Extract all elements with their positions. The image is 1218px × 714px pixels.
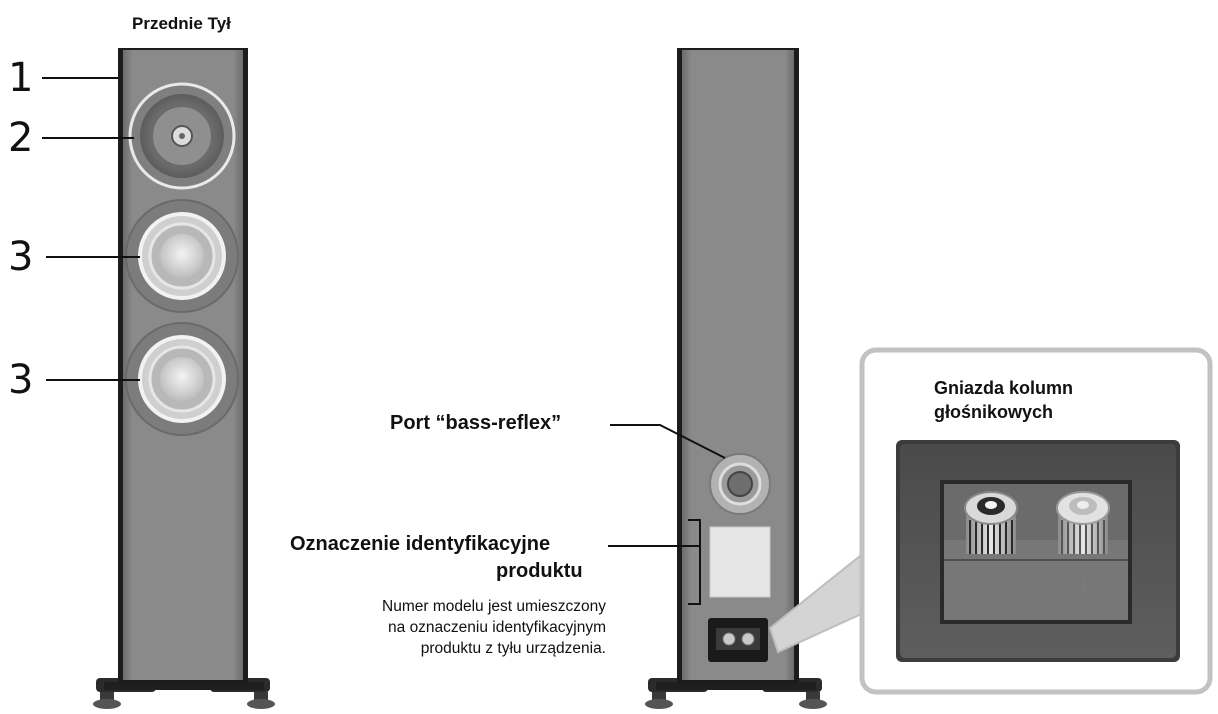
- label-number-3-second: 3: [8, 357, 34, 403]
- front-leader-lines: [42, 77, 140, 381]
- terminals-title: Gniazda kolumn głośnikowych: [934, 376, 1073, 424]
- note-line: produktu z tyłu urządzenia.: [420, 640, 606, 657]
- woofer-driver: [125, 199, 239, 313]
- label-number-1: 1: [8, 55, 34, 101]
- bass-reflex-port: [709, 453, 771, 515]
- view-title: Przednie Tył: [132, 14, 231, 33]
- label-number-2: 2: [8, 115, 34, 161]
- label-number-3: 3: [8, 234, 34, 280]
- tweeter-driver: [128, 82, 236, 190]
- minus-sign: −: [982, 572, 1003, 600]
- model-number-note: Numer modelu jest umieszczony na oznacze…: [288, 596, 606, 659]
- rear-speaker: [645, 48, 827, 709]
- rear-terminal-block: [708, 618, 768, 662]
- plus-sign: +: [1074, 572, 1095, 600]
- note-line: Numer modelu jest umieszczony: [382, 598, 606, 615]
- id-label-title: Oznaczenie identyfikacyjne: [290, 533, 551, 555]
- terminals-title-line2: głośnikowych: [934, 402, 1054, 422]
- terminals-title-line1: Gniazda kolumn: [934, 378, 1074, 398]
- terminal-callout: [768, 347, 1213, 695]
- rear-leader-lines: [608, 424, 726, 605]
- bass-reflex-label: Port “bass-reflex”: [390, 412, 562, 434]
- front-speaker: [93, 48, 275, 709]
- id-label-title-line2: produktu: [496, 560, 583, 582]
- note-line: na oznaczeniu identyfikacyjnym: [388, 619, 606, 636]
- binding-post-plus: [1056, 491, 1110, 554]
- product-id-label: [709, 526, 771, 598]
- binding-post-minus: [964, 491, 1018, 554]
- woofer-driver: [125, 322, 239, 436]
